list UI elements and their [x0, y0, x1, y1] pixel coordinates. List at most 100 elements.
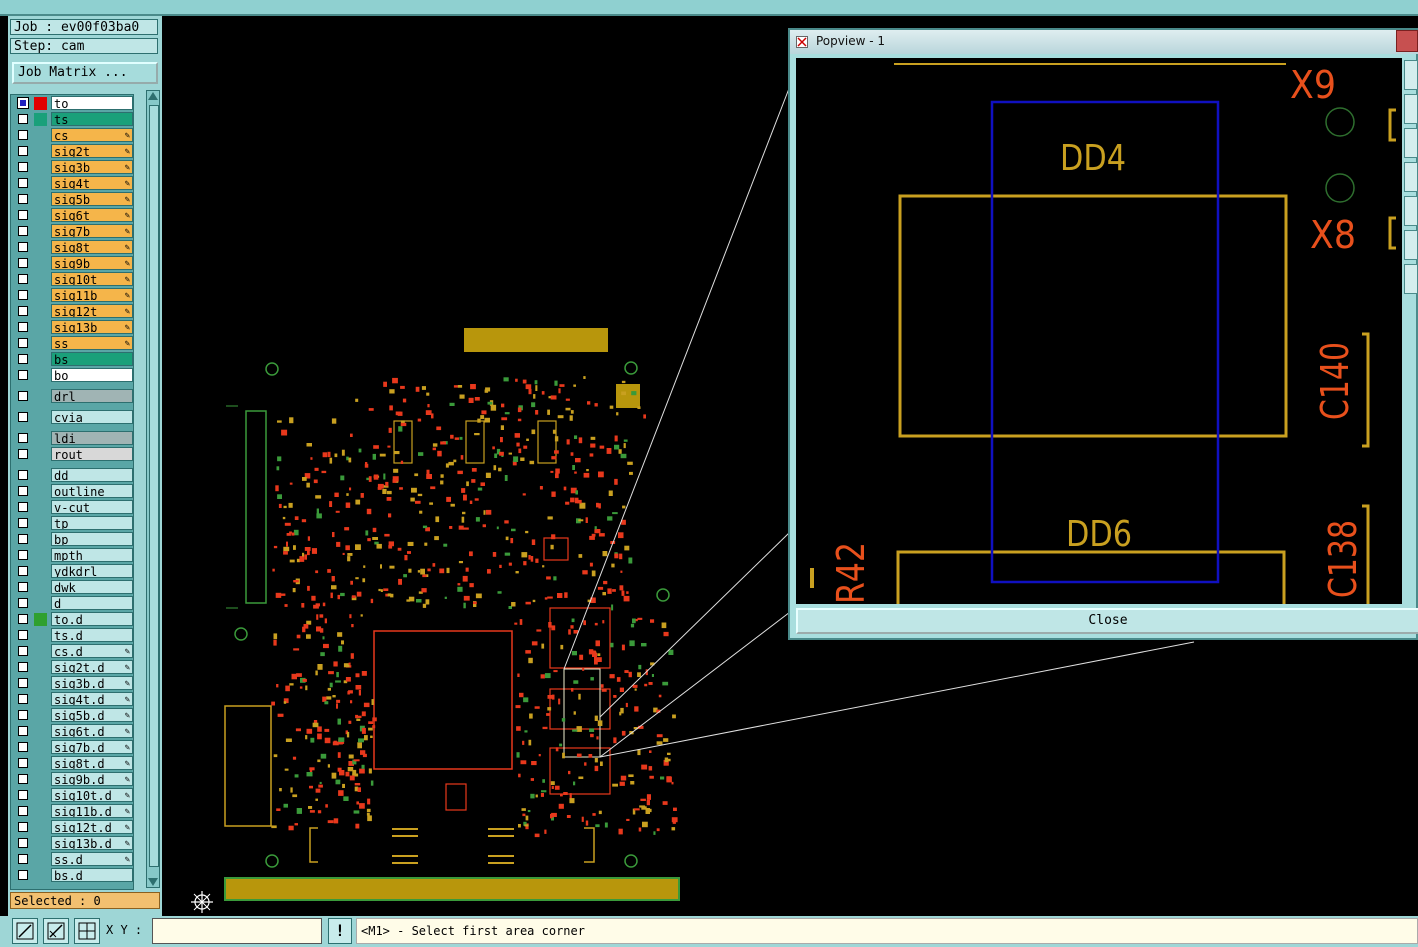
layer-checkbox[interactable]	[18, 870, 28, 880]
layer-row-sig2t[interactable]: sig2t✎	[12, 144, 134, 159]
popview-zoom-in-icon[interactable]	[1404, 60, 1418, 90]
layer-row-sig11b-d[interactable]: sig11b.d✎	[12, 804, 134, 819]
layer-checkbox[interactable]	[18, 433, 28, 443]
layer-name[interactable]: sig13b.d✎	[51, 836, 133, 850]
layer-row-cvia[interactable]: cvia	[12, 410, 134, 425]
scroll-down-icon[interactable]	[148, 878, 158, 886]
layer-name[interactable]: sig7b✎	[51, 224, 133, 238]
layer-name[interactable]: sig3b.d✎	[51, 676, 133, 690]
layer-name[interactable]: tp	[51, 516, 133, 530]
layer-color-swatch[interactable]	[34, 613, 47, 626]
layer-color-swatch[interactable]	[34, 97, 47, 110]
layer-checkbox[interactable]	[18, 854, 28, 864]
layer-name[interactable]: sig13b✎	[51, 320, 133, 334]
layer-name[interactable]: sig11b.d✎	[51, 804, 133, 818]
popview-zoom-out-icon[interactable]	[1404, 94, 1418, 124]
layer-checkbox[interactable]	[18, 322, 28, 332]
layer-name[interactable]: cs✎	[51, 128, 133, 142]
layer-checkbox[interactable]	[18, 742, 28, 752]
layer-color-swatch[interactable]	[34, 113, 47, 126]
layer-name[interactable]: ldi	[51, 431, 133, 445]
layer-checkbox[interactable]	[18, 534, 28, 544]
layer-row-dd[interactable]: dd	[12, 468, 134, 483]
layer-row-sig2t-d[interactable]: sig2t.d✎	[12, 660, 134, 675]
layer-name[interactable]: dwk	[51, 580, 133, 594]
layer-checkbox[interactable]	[18, 449, 28, 459]
layer-row-bo[interactable]: bo	[12, 368, 134, 383]
layer-name[interactable]: sig8t✎	[51, 240, 133, 254]
layer-checkbox[interactable]	[18, 774, 28, 784]
layer-checkbox[interactable]	[18, 550, 28, 560]
layer-checkbox[interactable]	[18, 274, 28, 284]
layer-row-sig6t[interactable]: sig6t✎	[12, 208, 134, 223]
layer-name[interactable]: sig6t.d✎	[51, 724, 133, 738]
layer-checkbox[interactable]	[18, 338, 28, 348]
layer-row-drl[interactable]: drl	[12, 389, 134, 404]
layer-row-sig11b[interactable]: sig11b✎	[12, 288, 134, 303]
layer-name[interactable]: sig9b✎	[51, 256, 133, 270]
layer-row-d[interactable]: d	[12, 596, 134, 611]
layer-row-sig10t-d[interactable]: sig10t.d✎	[12, 788, 134, 803]
measure-icon[interactable]	[43, 918, 69, 944]
popview-fit-icon[interactable]	[1404, 162, 1418, 192]
layer-checkbox[interactable]	[18, 306, 28, 316]
layer-row-sig12t[interactable]: sig12t✎	[12, 304, 134, 319]
warning-icon[interactable]: !	[328, 918, 352, 944]
layer-checkbox[interactable]	[18, 412, 28, 422]
layer-name[interactable]: bp	[51, 532, 133, 546]
crosshair-icon[interactable]	[190, 890, 214, 914]
layer-checkbox[interactable]	[18, 758, 28, 768]
layer-row-bs[interactable]: bs	[12, 352, 134, 367]
layer-checkbox[interactable]	[18, 242, 28, 252]
layer-row-sig13b[interactable]: sig13b✎	[12, 320, 134, 335]
layer-checkbox[interactable]	[18, 614, 28, 624]
layer-row-sig10t[interactable]: sig10t✎	[12, 272, 134, 287]
popview-zoom-canvas[interactable]: X9 X8 DD4 DD6 C140 C138 R42	[796, 58, 1402, 604]
layer-name[interactable]: sig2t✎	[51, 144, 133, 158]
layer-name[interactable]: ts	[51, 112, 133, 126]
layer-checkbox[interactable]	[18, 502, 28, 512]
layer-row-sig3b[interactable]: sig3b✎	[12, 160, 134, 175]
layer-checkbox[interactable]	[18, 114, 28, 124]
popview-home-icon[interactable]	[1404, 196, 1418, 226]
layer-row-ts-d[interactable]: ts.d	[12, 628, 134, 643]
grid-icon[interactable]	[74, 918, 100, 944]
layer-row-sig13b-d[interactable]: sig13b.d✎	[12, 836, 134, 851]
layer-checkbox[interactable]	[18, 678, 28, 688]
layer-row-sig7b-d[interactable]: sig7b.d✎	[12, 740, 134, 755]
job-matrix-button[interactable]: Job Matrix ...	[12, 62, 158, 84]
board-canvas[interactable]	[164, 16, 1418, 916]
popview-pan-icon[interactable]	[1404, 128, 1418, 158]
layer-name[interactable]: sig3b✎	[51, 160, 133, 174]
layer-checkbox[interactable]	[17, 97, 29, 109]
layer-checkbox[interactable]	[18, 822, 28, 832]
popview-prev-icon[interactable]	[1404, 264, 1418, 294]
layer-scrollbar[interactable]	[146, 90, 160, 888]
layer-checkbox[interactable]	[18, 518, 28, 528]
layer-checkbox[interactable]	[18, 582, 28, 592]
layer-row-ts[interactable]: ts	[12, 112, 134, 127]
layer-name[interactable]: dd	[51, 468, 133, 482]
layer-name[interactable]: sig5b.d✎	[51, 708, 133, 722]
layer-name[interactable]: ss✎	[51, 336, 133, 350]
layer-row-ydkdrl[interactable]: ydkdrl	[12, 564, 134, 579]
popview-titlebar[interactable]: Popview - 1	[790, 30, 1418, 54]
layer-color-swatch[interactable]	[34, 129, 47, 142]
layer-checkbox[interactable]	[18, 662, 28, 672]
layer-row-to[interactable]: to	[12, 96, 134, 111]
layer-row-outline[interactable]: outline	[12, 484, 134, 499]
layer-name[interactable]: sig12t✎	[51, 304, 133, 318]
layer-row-cs[interactable]: cs✎	[12, 128, 134, 143]
layer-checkbox[interactable]	[18, 210, 28, 220]
layer-row-v-cut[interactable]: v-cut	[12, 500, 134, 515]
layer-row-ldi[interactable]: ldi	[12, 431, 134, 446]
layer-name[interactable]: sig9b.d✎	[51, 772, 133, 786]
layer-checkbox[interactable]	[18, 354, 28, 364]
layer-row-sig3b-d[interactable]: sig3b.d✎	[12, 676, 134, 691]
layer-row-sig4t-d[interactable]: sig4t.d✎	[12, 692, 134, 707]
popview-next-icon[interactable]	[1404, 230, 1418, 260]
layer-row-dwk[interactable]: dwk	[12, 580, 134, 595]
layer-name[interactable]: ts.d	[51, 628, 133, 642]
layer-name[interactable]: cs.d✎	[51, 644, 133, 658]
scroll-thumb[interactable]	[149, 105, 159, 867]
